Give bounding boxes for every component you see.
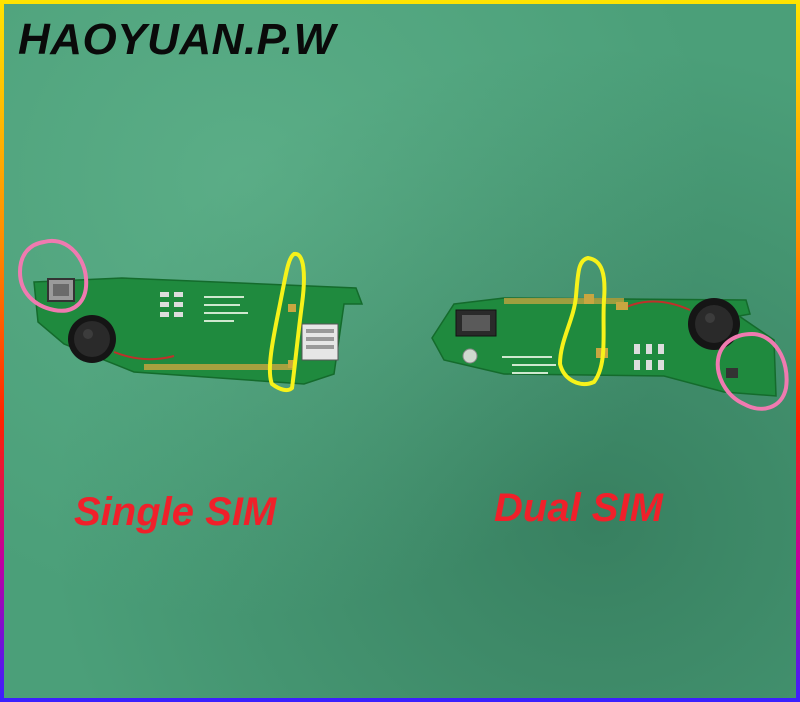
single-sim-pink-marker — [17, 238, 89, 313]
dual-sim-pink-marker — [715, 331, 789, 411]
watermark: HAOYUAN.P.W — [18, 15, 336, 64]
pcb-illustration — [17, 238, 789, 411]
dual-sim-label: Dual SIM — [494, 486, 663, 530]
single-sim-label: Single SIM — [74, 490, 277, 534]
single-sim-yellow-marker — [267, 252, 306, 393]
dual-sim-yellow-marker — [557, 255, 607, 386]
